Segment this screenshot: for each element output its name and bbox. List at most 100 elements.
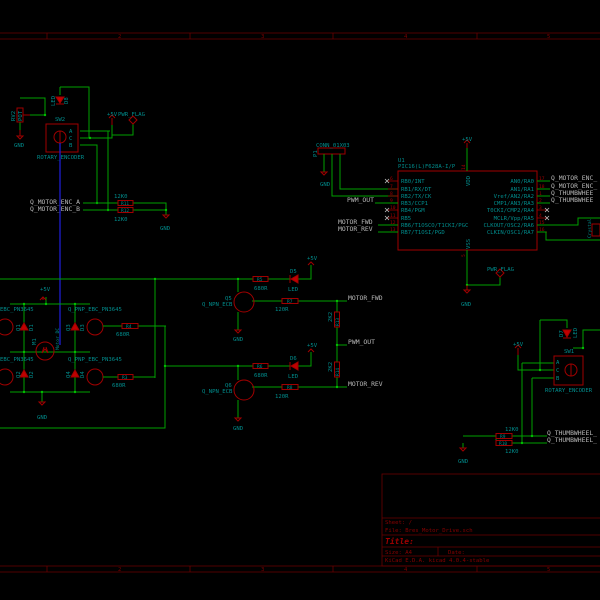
gnd-label: GND xyxy=(160,226,171,232)
motor-driver-stage[interactable]: R5 680R R6 680R R7 120R R8 120R D5 LED D… xyxy=(202,256,383,432)
r6-value: 680R xyxy=(254,373,268,379)
gnd-label: GND xyxy=(233,426,244,432)
r14-ref: R14 xyxy=(335,368,341,376)
sw1-ref: SW1 xyxy=(564,349,574,355)
r4-ref: R4 xyxy=(126,324,132,330)
u1-right-pin-name: CMP1/AN3/RA3 xyxy=(494,201,534,207)
d1-ref: D1 xyxy=(29,324,35,331)
title-block-kicad: KiCad E.D.A. kicad 4.0.4-stable xyxy=(385,558,490,564)
frame-col-3-bottom: 3 xyxy=(261,567,264,573)
sheet-frame: 2 3 4 5 2 3 4 5 xyxy=(0,32,600,573)
r13-ref: R13 xyxy=(335,318,341,326)
frame-col-4-bottom: 4 xyxy=(404,567,408,573)
gnd-label: GND xyxy=(461,302,472,308)
gnd-label: GND xyxy=(37,415,48,421)
net-label-pwm-out-driver[interactable]: PWM_OUT xyxy=(348,338,375,346)
vcc-label: +5V xyxy=(107,112,118,118)
net-label-thumbwheel-a-right[interactable]: Q_THUMBWHEE xyxy=(551,189,593,197)
net-label-pwm-out[interactable]: PWM_OUT xyxy=(347,196,374,204)
frame-col-4: 4 xyxy=(404,34,408,40)
r6-ref: R6 xyxy=(257,364,263,370)
d5-value: LED xyxy=(288,287,299,293)
net-label-motor-enc-b[interactable]: Q_MOTOR_ENC_B xyxy=(30,205,80,213)
d4-ref: D4 xyxy=(80,371,86,378)
u1-left-pin-name: RB0/INT xyxy=(401,179,425,185)
u1-right-pin-number: 17 xyxy=(539,176,545,182)
u1-left-pin-number: 6 xyxy=(390,176,393,182)
r3-value: 680R xyxy=(112,383,126,389)
d8-led[interactable]: D8 LED xyxy=(51,87,70,106)
r12-value: 12K0 xyxy=(114,217,127,223)
r13-value: 2K2 xyxy=(328,312,334,322)
u1-ref: U1 xyxy=(398,158,405,164)
net-label-motor-fwd-driver[interactable]: MOTOR_FWD xyxy=(348,294,383,302)
gnd-label: GND xyxy=(14,143,25,149)
r12-resistor[interactable]: R12 12K0 xyxy=(114,207,134,224)
u1-left-pin-name: RB7/T1OSI/PGD xyxy=(401,230,445,236)
u1-right-pin-name: Vref/AN2/RA2 xyxy=(494,194,534,200)
u1-right-pin-number: 15 xyxy=(539,220,545,226)
q6-value: Q_NPN_ECB xyxy=(202,389,233,395)
rv2-pot[interactable]: RV2 POT xyxy=(11,107,30,123)
title-block-file: File: Bres_Motor_Drive.sch xyxy=(385,528,473,534)
vcc-label: +5V xyxy=(307,343,318,349)
d3-ref: D3 xyxy=(80,324,86,331)
pwr-flag-label: PWR_FLAG xyxy=(118,112,146,118)
vcc-label: +5V xyxy=(462,137,473,143)
d6-ref: D6 xyxy=(290,356,297,362)
d7-value: LED xyxy=(573,327,579,338)
u1-right-pin-number: 1 xyxy=(539,191,542,197)
q5-value: Q_NPN_ECB xyxy=(202,302,233,308)
q4-ref: Q4 xyxy=(66,371,72,378)
frame-col-2: 2 xyxy=(118,34,121,40)
vcc-label: +5V xyxy=(513,342,524,348)
frame-col-3: 3 xyxy=(261,34,264,40)
title-block-size: Size: A4 xyxy=(385,550,413,556)
motor-value: Motor_DC xyxy=(55,328,61,350)
u1-right-pin-name: AN1/RA1 xyxy=(510,187,534,193)
sw1-thumbwheel-encoder[interactable]: D7 LED A C B SW1 ROTARY_ENCODER +5V R9 1… xyxy=(458,319,600,465)
r5-ref: R5 xyxy=(257,277,263,283)
u1-left-pin-name: RB2/TX/CK xyxy=(401,194,432,200)
p1-connector[interactable]: CONN_01X03 P1 GND xyxy=(313,143,398,197)
sw2-motor-encoder[interactable]: A C B SW2 ROTARY_ENCODER xyxy=(19,86,134,212)
u1-pic16f628a[interactable]: U1 PIC16(L)F628A-I/P RB0/INT6RB1/RX/DT7R… xyxy=(338,137,600,308)
u1-left-pin-name: RB4/PGM xyxy=(401,208,425,214)
u1-vdd: VDD xyxy=(466,175,472,186)
net-label-motor-enc-a[interactable]: Q_MOTOR_ENC_A xyxy=(30,198,80,206)
no-connect-markers xyxy=(384,178,550,221)
r12-ref: R12 xyxy=(121,208,129,214)
q2-ref: Q2 xyxy=(16,371,22,378)
net-label-thumbwheel-b-right[interactable]: Q_THUMBWHEE xyxy=(551,196,593,204)
r4-value: 680R xyxy=(116,332,130,338)
net-label-motor-rev[interactable]: MOTOR_REV xyxy=(338,225,373,233)
title-block: Sheet: / File: Bres_Motor_Drive.sch Titl… xyxy=(381,473,600,567)
q-label-top-left: EBC_PN3645 xyxy=(0,307,34,313)
pwr-flag-label: PWR_FLAG xyxy=(487,267,515,273)
net-label-thumbwheel-a[interactable]: Q_THUMBWHEEL_ xyxy=(547,429,597,437)
net-label-motor-enc-b-right[interactable]: Q_MOTOR_ENC_ xyxy=(551,182,597,190)
title-block-date: Date: xyxy=(448,550,465,556)
r7-ref: R7 xyxy=(287,299,293,305)
net-label-motor-fwd[interactable]: MOTOR_FWD xyxy=(338,218,373,226)
u1-left-pin-name: RB1/RX/DT xyxy=(401,187,432,193)
u1-right-pin-name: T0CKI/CMP2/RA4 xyxy=(487,208,535,214)
u1-left-pin-name: RB3/CCP1 xyxy=(401,201,428,207)
r3-ref: R3 xyxy=(122,375,128,381)
net-label-thumbwheel-b[interactable]: Q_THUMBWHEEL_ xyxy=(547,436,597,444)
r5-value: 680R xyxy=(254,286,268,292)
frame-col-2-bottom: 2 xyxy=(118,567,121,573)
gnd-symbol: GND xyxy=(14,130,25,149)
crystal[interactable]: Crystal xyxy=(587,218,600,238)
h-bridge[interactable]: EBC_PN3645 EBC_PN3645 Q_PNP_EBC_PN3645 Q… xyxy=(0,277,253,429)
r11-resistor[interactable]: R11 12K0 xyxy=(114,194,134,207)
net-label-motor-enc-a-right[interactable]: Q_MOTOR_ENC_ xyxy=(551,174,597,182)
q-label-bottom-right: Q_PNP_EBC_PN3645 xyxy=(68,357,122,363)
u1-right-pin-name: CLKOUT/OSC2/RA6 xyxy=(483,223,534,229)
u1-left-pin-number: 7 xyxy=(390,184,393,190)
u1-right-pin-name: MCLR/Vpp/RA5 xyxy=(494,216,534,222)
sw2-ref: SW2 xyxy=(55,117,65,123)
net-label-motor-rev-driver[interactable]: MOTOR_REV xyxy=(348,380,383,388)
sw2-pin-c: C xyxy=(69,136,72,142)
